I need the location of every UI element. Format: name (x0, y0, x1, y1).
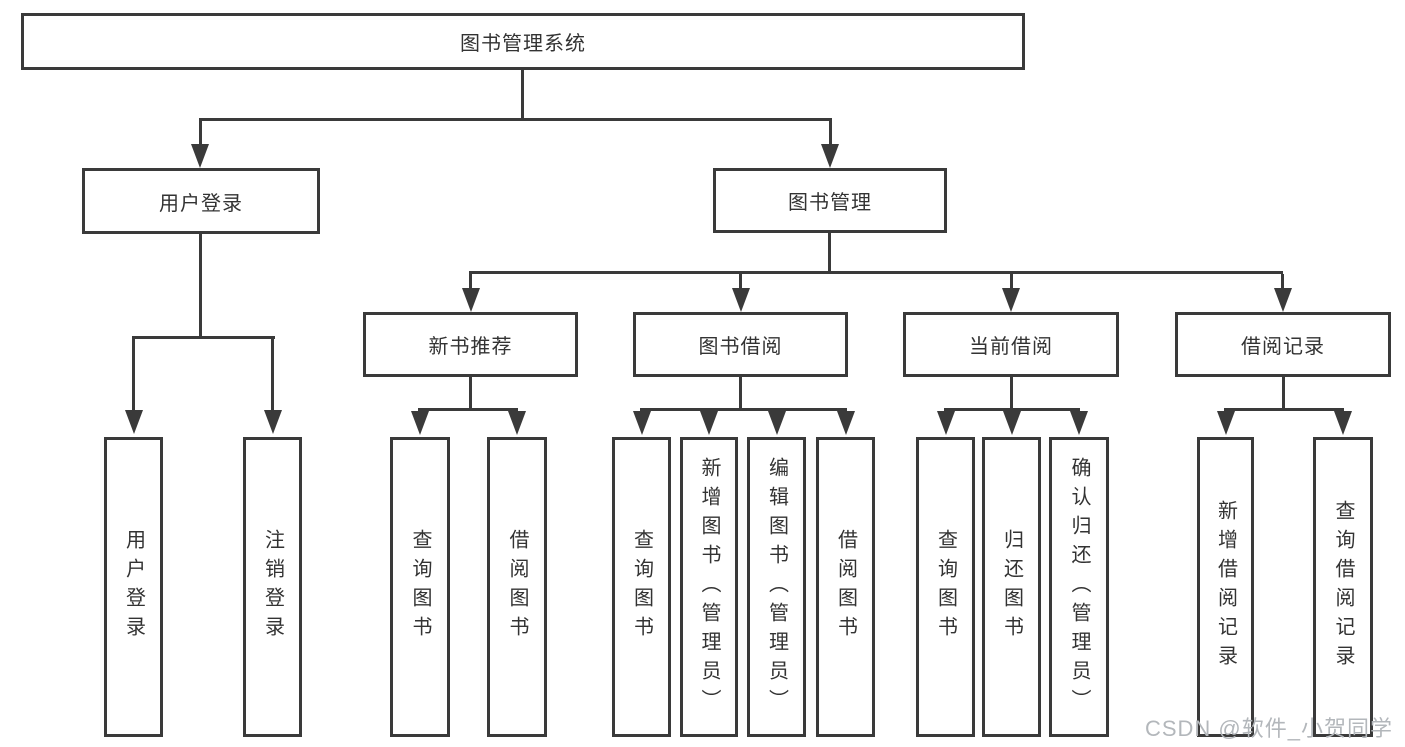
connector-user-login-stem (199, 234, 202, 337)
node-label: 图书管理系统 (460, 33, 586, 55)
arrowhead-down-icon (125, 410, 143, 434)
connector-drop-logout-leaf (271, 339, 274, 411)
connector-drop-user-login (199, 118, 202, 148)
connector-current-borrow-stem (1010, 377, 1013, 409)
arrowhead-down-icon (1002, 288, 1020, 312)
leaf-user-login: 用户登录 (104, 437, 163, 737)
connector-borrow-records-hbar (1224, 408, 1344, 411)
node-borrowing-records: 借阅记录 (1175, 312, 1391, 377)
leaf-label: 借阅图书 (834, 529, 857, 645)
arrowhead-down-icon (1003, 411, 1021, 435)
leaf-label: 新增借阅记录 (1214, 500, 1237, 674)
leaf-label: 归还图书 (1000, 529, 1023, 645)
connector-drop-book-borrow (739, 274, 742, 290)
connector-root-stem (521, 70, 524, 118)
connector-book-borrow-stem (739, 377, 742, 409)
node-root-library-system: 图书管理系统 (21, 13, 1025, 70)
leaf-label: 新增图书（管理员） (698, 456, 720, 718)
leaf-add-borrow-record: 新增借阅记录 (1197, 437, 1254, 737)
connector-new-books-stem (469, 377, 472, 409)
arrowhead-down-icon (1334, 411, 1352, 435)
leaf-query-books-recommend: 查询图书 (390, 437, 450, 737)
node-new-book-recommend: 新书推荐 (363, 312, 578, 377)
node-label: 新书推荐 (428, 336, 513, 358)
leaf-label: 查询图书 (934, 529, 957, 645)
arrowhead-down-icon (191, 144, 209, 168)
arrowhead-down-icon (700, 411, 718, 435)
connector-drop-current-borrow (1010, 274, 1013, 290)
arrowhead-down-icon (1217, 411, 1235, 435)
leaf-label: 编辑图书（管理员） (765, 456, 788, 718)
connector-current-borrow-hbar (944, 408, 1080, 411)
node-label: 用户登录 (159, 192, 243, 215)
node-label: 图书管理 (788, 192, 872, 214)
leaf-label: 查询图书 (630, 529, 653, 645)
connector-borrow-records-stem (1282, 377, 1285, 409)
node-book-borrowing: 图书借阅 (633, 312, 848, 377)
leaf-label: 借阅图书 (506, 529, 528, 645)
node-user-login: 用户登录 (82, 168, 320, 234)
leaf-label: 查询图书 (409, 529, 431, 645)
leaf-confirm-return-admin: 确认归还（管理员） (1049, 437, 1109, 737)
arrowhead-down-icon (411, 411, 429, 435)
csdn-watermark: CSDN @软件_小贺同学 (1144, 716, 1393, 741)
connector-root-hbar (199, 118, 832, 121)
connector-book-mgmt-hbar (469, 271, 1283, 274)
leaf-return-books: 归还图书 (982, 437, 1041, 737)
connector-drop-borrow-records (1281, 274, 1284, 290)
arrowhead-down-icon (768, 411, 786, 435)
leaf-label: 查询借阅记录 (1332, 500, 1354, 674)
leaf-query-books-current: 查询图书 (916, 437, 975, 737)
leaf-label: 注销登录 (261, 529, 284, 645)
connector-drop-login-leaf (132, 339, 135, 411)
node-label: 图书借阅 (698, 336, 783, 358)
arrowhead-down-icon (1274, 288, 1292, 312)
leaf-logout: 注销登录 (243, 437, 302, 737)
leaf-query-books-borrowing: 查询图书 (612, 437, 671, 737)
leaf-borrow-books-recommend: 借阅图书 (487, 437, 547, 737)
arrowhead-down-icon (937, 411, 955, 435)
arrowhead-down-icon (837, 411, 855, 435)
arrowhead-down-icon (1070, 411, 1088, 435)
connector-drop-new-books (469, 274, 472, 290)
arrowhead-down-icon (633, 411, 651, 435)
node-label: 当前借阅 (969, 336, 1053, 358)
node-current-borrowing: 当前借阅 (903, 312, 1119, 377)
arrowhead-down-icon (462, 288, 480, 312)
arrowhead-down-icon (508, 411, 526, 435)
connector-drop-book-mgmt (829, 118, 832, 148)
node-book-management: 图书管理 (713, 168, 947, 233)
leaf-borrow-books-borrowing: 借阅图书 (816, 437, 875, 737)
leaf-add-books-admin: 新增图书（管理员） (680, 437, 738, 737)
connector-user-login-hbar (132, 336, 275, 339)
connector-book-mgmt-stem (828, 233, 831, 271)
node-label: 借阅记录 (1241, 336, 1325, 358)
arrowhead-down-icon (821, 144, 839, 168)
arrowhead-down-icon (732, 288, 750, 312)
arrowhead-down-icon (264, 410, 282, 434)
leaf-query-borrow-record: 查询借阅记录 (1313, 437, 1373, 737)
connector-new-books-hbar (418, 408, 518, 411)
leaf-label: 确认归还（管理员） (1068, 456, 1090, 718)
connector-book-borrow-hbar (640, 408, 847, 411)
leaf-edit-books-admin: 编辑图书（管理员） (747, 437, 806, 737)
leaf-label: 用户登录 (122, 529, 145, 645)
